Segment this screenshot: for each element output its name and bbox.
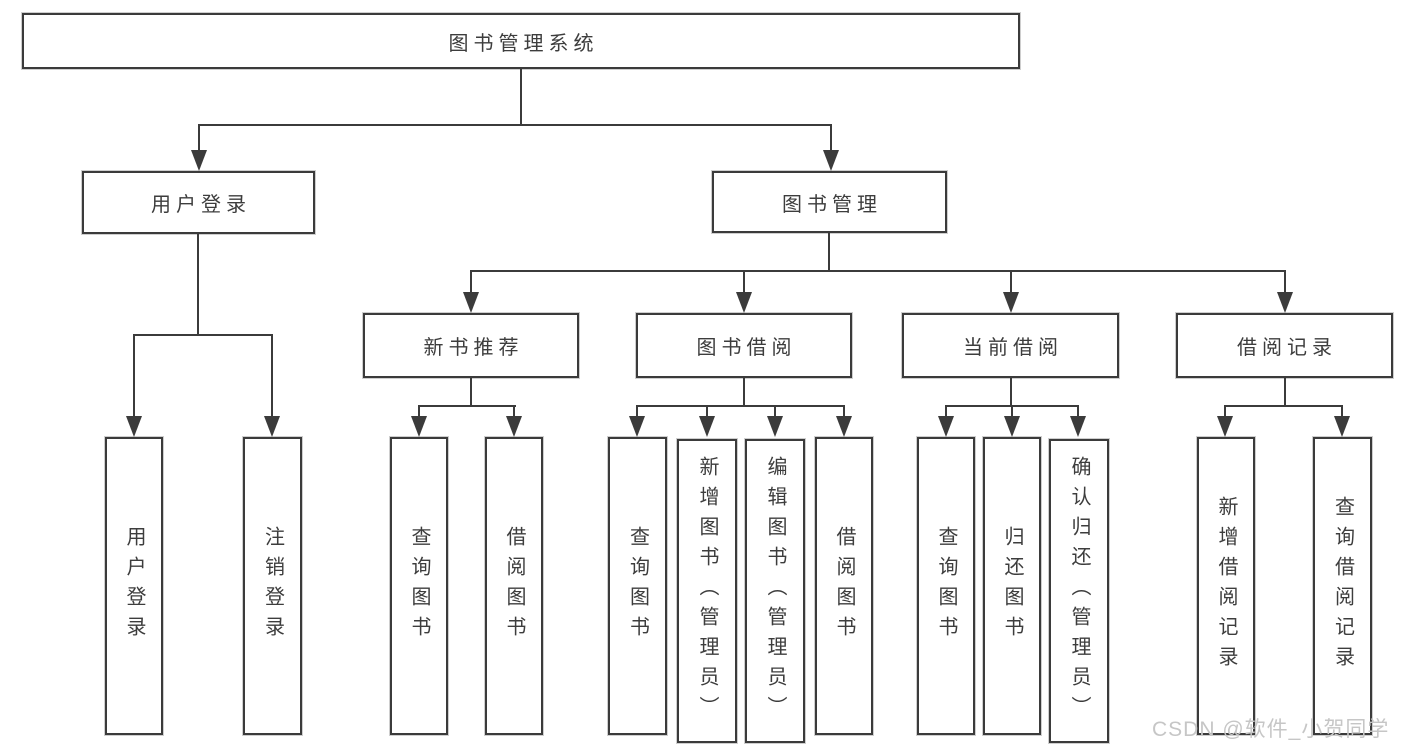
- leaf-label: 编辑图书（管理员）: [764, 456, 786, 726]
- connector-drop: [198, 124, 200, 152]
- leaf-label: 查询图书: [935, 526, 957, 646]
- leaf-query-book-current: 查询图书: [917, 437, 975, 735]
- connector-drop: [1341, 405, 1343, 417]
- connector-drop: [1224, 405, 1226, 417]
- arrowhead-down-icon: [836, 416, 852, 437]
- arrowhead-down-icon: [1070, 416, 1086, 437]
- connector-records-stem: [1284, 378, 1286, 407]
- leaf-query-book-newbook: 查询图书: [390, 437, 448, 735]
- leaf-query-borrow-record: 查询借阅记录: [1313, 437, 1372, 735]
- leaf-label: 查询图书: [408, 526, 430, 646]
- arrowhead-down-icon: [191, 150, 207, 171]
- leaf-add-borrow-record: 新增借阅记录: [1197, 437, 1255, 735]
- leaf-label: 归还图书: [1001, 526, 1023, 646]
- arrowhead-down-icon: [1217, 416, 1233, 437]
- leaf-label: 新增借阅记录: [1215, 496, 1237, 676]
- connector-drop: [945, 405, 947, 417]
- arrowhead-down-icon: [629, 416, 645, 437]
- node-book-management: 图书管理: [712, 171, 947, 233]
- connector-drop: [843, 405, 845, 417]
- connector-drop: [418, 405, 420, 417]
- leaf-label: 查询借阅记录: [1331, 496, 1354, 676]
- leaf-borrow-book-newbook: 借阅图书: [485, 437, 543, 735]
- connector-drop: [636, 405, 638, 417]
- connector-root-bar: [198, 124, 832, 126]
- connector-drop: [271, 334, 273, 416]
- connector-borrow-stem: [743, 378, 745, 407]
- connector-newbook-bar: [418, 405, 516, 407]
- connector-drop: [1011, 405, 1013, 417]
- arrowhead-down-icon: [823, 150, 839, 171]
- leaf-borrow-book-borrow: 借阅图书: [815, 437, 873, 735]
- leaf-return-book: 归还图书: [983, 437, 1041, 735]
- node-book-borrow: 图书借阅: [636, 313, 852, 378]
- arrowhead-down-icon: [264, 416, 280, 437]
- node-new-book-recommend: 新书推荐: [363, 313, 579, 378]
- arrowhead-down-icon: [1004, 416, 1020, 437]
- connector-drop: [133, 334, 135, 416]
- connector-drop: [1077, 405, 1079, 417]
- node-current-borrow: 当前借阅: [902, 313, 1119, 378]
- arrowhead-down-icon: [411, 416, 427, 437]
- connector-drop: [1284, 270, 1286, 293]
- leaf-label: 借阅图书: [833, 526, 855, 646]
- connector-drop: [743, 270, 745, 293]
- connector-drop: [706, 405, 708, 417]
- connector-borrow-bar: [636, 405, 844, 407]
- leaf-label: 用户登录: [123, 526, 145, 646]
- connector-userlogin-bar: [133, 334, 273, 336]
- connector-drop: [470, 270, 472, 293]
- leaf-edit-book-admin: 编辑图书（管理员）: [745, 439, 805, 743]
- leaf-query-book-borrow: 查询图书: [608, 437, 667, 735]
- leaf-label: 新增图书（管理员）: [696, 456, 718, 726]
- connector-newbook-stem: [470, 378, 472, 407]
- node-user-login: 用户登录: [82, 171, 315, 234]
- connector-drop: [830, 124, 832, 152]
- arrowhead-down-icon: [736, 292, 752, 313]
- connector-userlogin-stem: [197, 234, 199, 336]
- node-borrow-records: 借阅记录: [1176, 313, 1393, 378]
- connector-drop: [513, 405, 515, 417]
- leaf-label: 确认归还（管理员）: [1068, 456, 1090, 726]
- connector-root-stem: [520, 69, 522, 126]
- arrowhead-down-icon: [463, 292, 479, 313]
- connector-bookmgmt-bar: [470, 270, 1286, 272]
- leaf-user-login: 用户登录: [105, 437, 163, 735]
- connector-current-stem: [1010, 378, 1012, 407]
- leaf-confirm-return-admin: 确认归还（管理员）: [1049, 439, 1109, 743]
- arrowhead-down-icon: [1277, 292, 1293, 313]
- connector-records-bar: [1224, 405, 1343, 407]
- leaf-label: 注销登录: [261, 526, 284, 646]
- connector-drop: [1010, 270, 1012, 293]
- arrowhead-down-icon: [938, 416, 954, 437]
- node-root: 图书管理系统: [22, 13, 1020, 69]
- arrowhead-down-icon: [126, 416, 142, 437]
- arrowhead-down-icon: [1334, 416, 1350, 437]
- leaf-logout: 注销登录: [243, 437, 302, 735]
- watermark: CSDN @软件_小贺同学: [1152, 718, 1390, 741]
- connector-drop: [774, 405, 776, 417]
- arrowhead-down-icon: [767, 416, 783, 437]
- leaf-label: 借阅图书: [503, 526, 525, 646]
- leaf-label: 查询图书: [626, 526, 649, 646]
- connector-bookmgmt-stem: [828, 233, 830, 272]
- leaf-add-book-admin: 新增图书（管理员）: [677, 439, 737, 743]
- arrowhead-down-icon: [1003, 292, 1019, 313]
- arrowhead-down-icon: [699, 416, 715, 437]
- arrowhead-down-icon: [506, 416, 522, 437]
